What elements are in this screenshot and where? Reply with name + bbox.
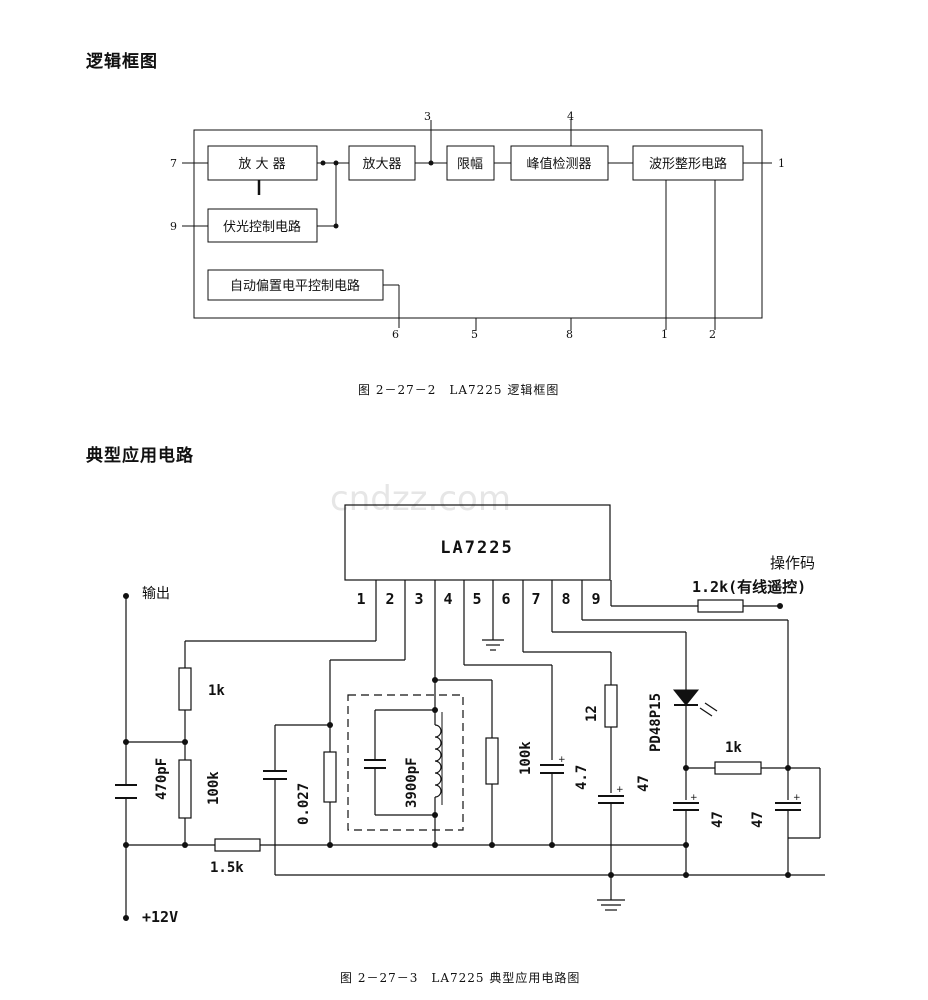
application-circuit bbox=[115, 504, 825, 918]
label-limiter: 限幅 bbox=[457, 157, 483, 172]
chip-pin-4: 4 bbox=[443, 590, 452, 608]
chip-label: LA7225 bbox=[440, 538, 513, 558]
chip-la7225 bbox=[344, 504, 611, 581]
r-remote-label: 1.2k(有线遥控) bbox=[692, 578, 806, 596]
chip-pin-8: 8 bbox=[561, 590, 570, 608]
watermark: cndzz.com bbox=[330, 479, 511, 519]
pd48p15-label: PD48P15 bbox=[648, 693, 664, 752]
r1k-right-label: 1k bbox=[725, 740, 742, 756]
pin-label-9: 9 bbox=[170, 220, 177, 233]
pin-label-7: 7 bbox=[170, 157, 177, 170]
svg-text:+: + bbox=[793, 793, 801, 803]
pin-label-6: 6 bbox=[392, 328, 399, 341]
logic-diagram-heading: 逻辑框图 bbox=[86, 52, 158, 72]
chip-pin-6: 6 bbox=[501, 590, 510, 608]
c3900-label: 3900pF bbox=[404, 757, 420, 808]
pin-label-3: 3 bbox=[424, 110, 431, 123]
c47-a-label: 47 bbox=[636, 775, 652, 792]
r12-label: 12 bbox=[584, 705, 600, 722]
opcode-label: 操作码 bbox=[770, 554, 815, 572]
pin-label-1-right: 1 bbox=[778, 157, 785, 170]
pin-label-8: 8 bbox=[566, 328, 573, 341]
pin-label-1-bottom: 1 bbox=[661, 328, 668, 341]
label-light-control: 伏光控制电路 bbox=[223, 219, 301, 235]
c47-b-label: 47 bbox=[710, 811, 726, 828]
r100k-left-label: 100k bbox=[206, 771, 222, 805]
label-peak-detector: 峰值检测器 bbox=[526, 156, 591, 172]
r1k-top-label: 1k bbox=[208, 683, 225, 699]
pin-label-2: 2 bbox=[709, 328, 716, 341]
r100k-mid-label: 100k bbox=[518, 741, 534, 775]
c0027-label: 0.027 bbox=[296, 783, 312, 825]
circuit-caption: 图 2－27－3 LA7225 典型应用电路图 bbox=[340, 971, 581, 985]
logic-outline bbox=[193, 129, 763, 319]
label-bias-control: 自动偏置电平控制电路 bbox=[230, 278, 360, 294]
chip-pin-2: 2 bbox=[385, 590, 394, 608]
label-shaper: 波形整形电路 bbox=[649, 156, 727, 172]
pin-label-4: 4 bbox=[567, 110, 574, 123]
chip-pin-1: 1 bbox=[356, 590, 365, 608]
logic-junctions bbox=[320, 160, 434, 229]
polarity-marks: + + + + bbox=[558, 755, 801, 803]
output-label: 输出 bbox=[142, 586, 170, 602]
svg-text:+: + bbox=[616, 785, 624, 795]
circuit-heading: 典型应用电路 bbox=[86, 446, 194, 466]
c4-7-label: 4.7 bbox=[574, 765, 590, 790]
led-triangle bbox=[672, 689, 700, 706]
chip-pin-3: 3 bbox=[414, 590, 423, 608]
svg-text:+: + bbox=[690, 793, 698, 803]
pin-label-5: 5 bbox=[471, 328, 478, 341]
logic-diagram bbox=[182, 120, 772, 330]
chip-pin-7: 7 bbox=[531, 590, 540, 608]
c470-label: 470pF bbox=[154, 758, 170, 800]
label-amp2: 放大器 bbox=[362, 157, 401, 172]
label-amp1: 放 大 器 bbox=[238, 157, 285, 172]
chip-pin-9: 9 bbox=[591, 590, 600, 608]
c47-c-label: 47 bbox=[750, 811, 766, 828]
svg-text:+: + bbox=[558, 755, 566, 765]
chip-pin-5: 5 bbox=[472, 590, 481, 608]
logic-diagram-caption: 图 2－27－2 LA7225 逻辑框图 bbox=[358, 383, 560, 397]
chip-pins: 1 2 3 4 5 6 7 8 9 bbox=[356, 590, 600, 608]
circuit-junctions bbox=[123, 593, 791, 921]
supply-label: +12V bbox=[142, 908, 178, 926]
r1-5k-label: 1.5k bbox=[210, 860, 244, 876]
